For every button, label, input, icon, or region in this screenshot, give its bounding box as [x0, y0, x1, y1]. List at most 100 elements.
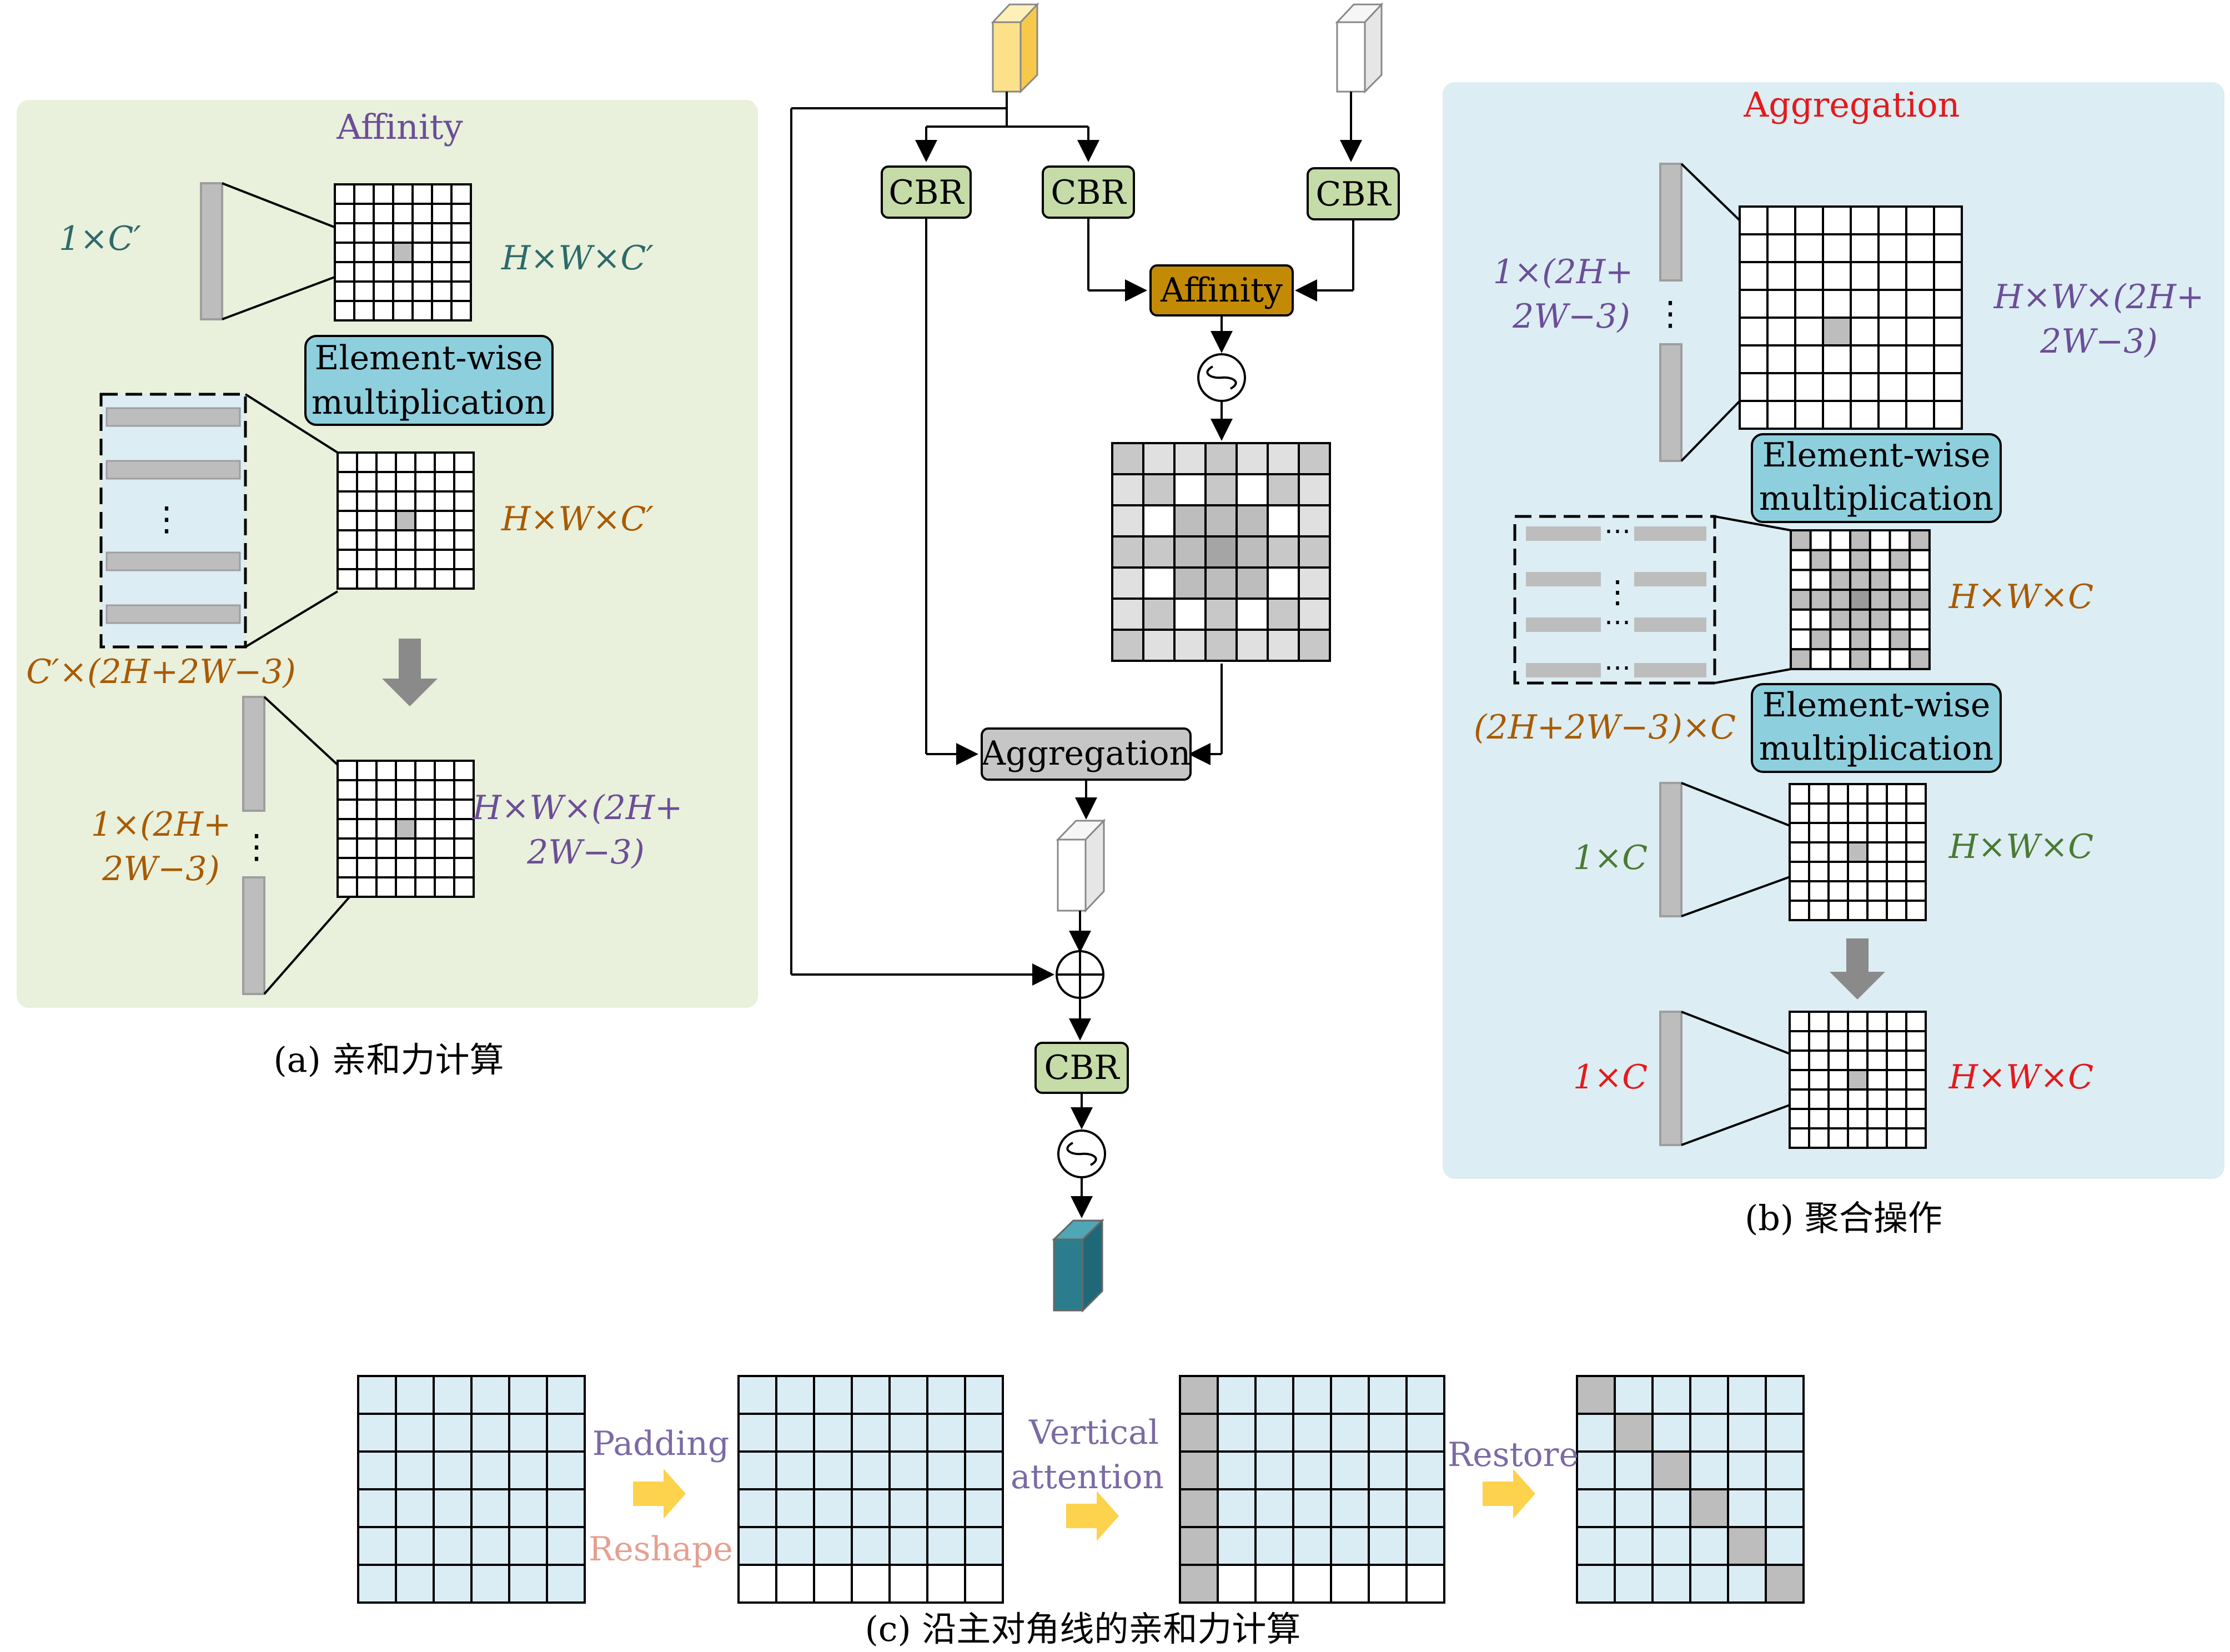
- grid-cell: [1173, 597, 1207, 631]
- grid-cell: [1866, 841, 1888, 863]
- grid-cell: [453, 549, 475, 570]
- grid-cell: [1142, 442, 1176, 475]
- grid-cell: [1204, 442, 1238, 475]
- grid-cell: [1790, 569, 1812, 591]
- grid-cell: [414, 857, 436, 878]
- grid-cell: [1204, 473, 1238, 506]
- grid-cell: [453, 818, 475, 840]
- grid-cell: [1847, 1030, 1869, 1052]
- grid-cell: [1766, 317, 1796, 347]
- input-tensor-yellow: [991, 2, 1039, 94]
- grid-cell: [336, 837, 358, 859]
- grid-cell: [1847, 900, 1869, 921]
- input-tensor-white: [1335, 2, 1384, 94]
- grid-cell: [431, 280, 453, 302]
- grid-cell: [1886, 1050, 1907, 1071]
- grid-cell: [851, 1413, 891, 1453]
- label-vertical: Vertical: [1028, 1413, 1159, 1452]
- vector-b-top: [1659, 163, 1682, 282]
- grid-cell: [1905, 317, 1935, 347]
- grid-cell: [1330, 1375, 1370, 1415]
- grid-cell: [1847, 1088, 1869, 1110]
- grid-cell: [546, 1488, 586, 1528]
- grid-cell: [1739, 400, 1769, 430]
- grid-cell: [1877, 372, 1907, 402]
- grid-cell: [450, 242, 472, 263]
- grid-cell: [336, 799, 358, 820]
- grid-cell: [1866, 822, 1888, 843]
- grid-cell: [964, 1488, 1004, 1528]
- grid-cell: [1789, 783, 1810, 805]
- grid-cell: [1651, 1488, 1691, 1528]
- grid-cell: [508, 1526, 548, 1566]
- grid-cell: [434, 857, 455, 878]
- grid-cell: [414, 779, 436, 801]
- vector-2h2w-bottom: [242, 876, 265, 995]
- grid-cell: [1292, 1375, 1332, 1415]
- grid-cell: [1829, 589, 1852, 611]
- grid-cell: [1905, 344, 1935, 374]
- grid-cell: [1267, 473, 1300, 506]
- grid-cell: [411, 300, 433, 322]
- vector-b-1xc: [1659, 782, 1682, 917]
- grid-cell: [392, 261, 414, 283]
- grid-cell: [1850, 233, 1880, 263]
- grid-cell: [1886, 1108, 1907, 1129]
- grid-cell: [395, 471, 416, 493]
- grid-cell: [395, 779, 416, 801]
- grid-cell: [1905, 1108, 1927, 1129]
- grid-cell: [336, 760, 358, 781]
- grid-cell: [1368, 1488, 1408, 1528]
- grid-cell: [1789, 900, 1810, 921]
- grid-cell: [851, 1375, 891, 1415]
- grid-cell: [1292, 1413, 1332, 1453]
- grid-cell: [395, 1526, 435, 1566]
- grid-cell: [1179, 1526, 1219, 1566]
- grid-cell: [1739, 261, 1769, 291]
- grid-cell: [1179, 1564, 1219, 1604]
- grid-cell: [395, 568, 416, 590]
- grid-cell: [775, 1564, 815, 1604]
- grid-cell: [1889, 549, 1911, 571]
- label-vec-b-green: 1×C: [1573, 838, 1648, 877]
- sigmoid-icon: [1197, 353, 1246, 402]
- grid-cell: [356, 799, 378, 820]
- grid-cell: [1866, 861, 1888, 882]
- grid-cell: [1886, 1030, 1907, 1052]
- grid-cell: [470, 1488, 510, 1528]
- grid-cell: [1866, 783, 1888, 805]
- grid-cell: [1905, 205, 1935, 235]
- grid-cell: [414, 529, 436, 551]
- grid-cell: [1827, 880, 1849, 902]
- grid-cell: [1866, 1011, 1888, 1032]
- grid-cell: [1111, 629, 1144, 662]
- grid-cell: [1877, 233, 1907, 263]
- grid-cell: [1727, 1413, 1767, 1453]
- grid-cell: [1142, 629, 1176, 662]
- grid-cell: [1789, 802, 1810, 824]
- grid-cell: [1765, 1488, 1805, 1528]
- grid-cell: [1827, 1108, 1849, 1129]
- grid-cell: [414, 510, 436, 531]
- grid-cell: [353, 222, 375, 244]
- grid-cell: [1142, 535, 1176, 569]
- grid-cell: [356, 818, 378, 840]
- grid-cell: [453, 510, 475, 531]
- grid-cell: [1111, 473, 1144, 506]
- grid-cell: [1933, 344, 1963, 374]
- grid-cell: [1827, 1127, 1849, 1149]
- grid-cell: [1822, 317, 1852, 347]
- grid-cell: [1576, 1564, 1616, 1604]
- grid-cell: [353, 242, 375, 263]
- grid-cell: [1576, 1413, 1616, 1453]
- grid-cell: [1822, 233, 1852, 263]
- grid-cell: [1808, 1011, 1830, 1032]
- element-wise-box-b1: [1751, 433, 2002, 523]
- grid-cell: [373, 183, 394, 205]
- grid-cell: [1809, 529, 1832, 551]
- grid-cell: [1111, 504, 1144, 538]
- grid-cell: [411, 183, 433, 205]
- grid-cell: [1298, 442, 1331, 475]
- grid-cell: [395, 1564, 435, 1604]
- grid-c1: [357, 1375, 586, 1604]
